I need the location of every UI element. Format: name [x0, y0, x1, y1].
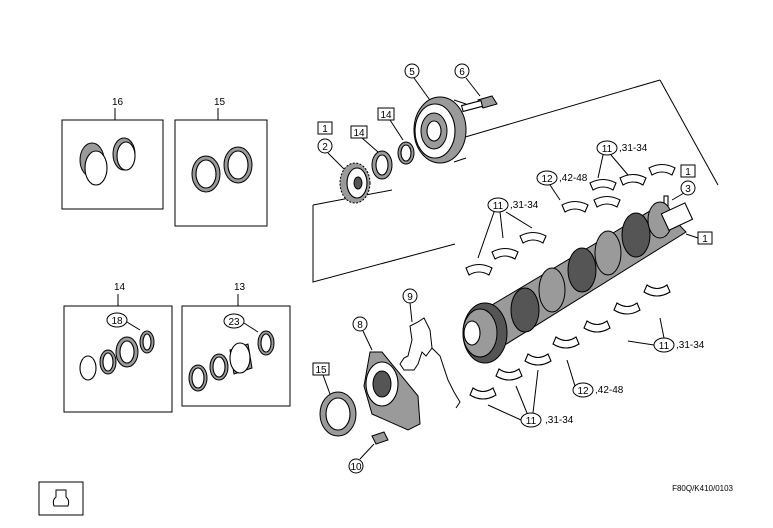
callout-1-top: 1	[317, 121, 333, 135]
callout-15-seal: 15	[312, 362, 331, 395]
label-16: 16	[112, 97, 124, 108]
svg-text:2: 2	[322, 142, 328, 153]
pulley-bolt	[460, 95, 498, 113]
callout-12-lower: 12 ,42-48	[566, 359, 624, 398]
callout-11-top-right: 11 ,31-34	[596, 140, 648, 179]
seal-ring-15-b	[223, 146, 253, 184]
svg-text:23: 23	[228, 317, 240, 328]
rear-oil-seal	[319, 391, 357, 437]
svg-text:9: 9	[407, 292, 413, 303]
callout-18: 18	[106, 312, 141, 331]
callout-14-top: 14	[350, 125, 379, 153]
gasket	[399, 317, 461, 409]
svg-text:,31-34: ,31-34	[676, 340, 705, 351]
svg-text:,31-34: ,31-34	[619, 143, 648, 154]
kit-box-14: 14 18	[63, 282, 173, 413]
svg-text:,31-34: ,31-34	[510, 200, 539, 211]
callout-11-bottom: 11 ,31-34	[487, 369, 574, 428]
callout-2: 2	[317, 138, 346, 171]
svg-text:,31-34: ,31-34	[545, 415, 574, 426]
svg-text:8: 8	[357, 320, 363, 331]
svg-text:14: 14	[380, 110, 392, 121]
callout-1-right: 1	[680, 164, 696, 178]
svg-text:14: 14	[353, 128, 365, 139]
ring-set-23	[188, 330, 275, 392]
callout-3: 3	[671, 180, 696, 201]
svg-text:12: 12	[541, 174, 553, 185]
svg-text:10: 10	[350, 462, 362, 473]
svg-text:1: 1	[685, 167, 691, 178]
timing-gear	[339, 162, 371, 204]
svg-text:11: 11	[602, 144, 613, 155]
ring-set-18	[79, 330, 155, 381]
svg-text:1: 1	[702, 234, 708, 245]
upper-main-bearings	[465, 163, 676, 276]
callout-11-lower-right: 11 ,31-34	[627, 317, 705, 353]
callout-23: 23	[223, 313, 259, 333]
svg-text:12: 12	[577, 386, 589, 397]
label-15-box: 15	[214, 97, 226, 108]
svg-text:1: 1	[322, 124, 328, 135]
kit-box-13: 13 23	[181, 282, 291, 407]
crankshaft	[462, 201, 694, 364]
svg-text:15: 15	[315, 365, 327, 376]
bearing-16-b	[112, 137, 136, 171]
callout-6: 6	[454, 63, 481, 97]
assembly-outline	[312, 79, 719, 283]
callout-11-mid-left: 11 ,31-34	[477, 197, 539, 259]
callout-9: 9	[402, 288, 418, 323]
kit-box-16: 16	[61, 97, 164, 210]
engine-outline-icon	[38, 481, 84, 516]
kit-box-15: 15	[174, 97, 268, 227]
figure-code: F80Q/K410/0103	[672, 484, 733, 493]
callout-1-crank: 1	[685, 231, 713, 245]
retainer-bolt	[371, 431, 389, 445]
svg-text:,42-48: ,42-48	[559, 173, 588, 184]
svg-text:6: 6	[459, 67, 465, 78]
svg-text:5: 5	[409, 67, 415, 78]
callout-14-box: 14	[377, 107, 404, 141]
svg-text:18: 18	[111, 316, 123, 327]
svg-text:,42-48: ,42-48	[595, 385, 624, 396]
svg-text:3: 3	[685, 184, 691, 195]
callout-12-top: 12 ,42-48	[536, 170, 588, 201]
bearing-16-a	[79, 142, 108, 186]
svg-text:11: 11	[493, 201, 504, 212]
callout-8: 8	[352, 316, 373, 351]
svg-text:11: 11	[526, 416, 537, 427]
callout-10: 10	[348, 443, 375, 474]
callout-5: 5	[404, 63, 433, 104]
seal-ring-15-a	[191, 155, 221, 193]
rear-seal-retainer	[363, 351, 421, 431]
label-14-kit: 14	[114, 282, 126, 293]
lower-main-bearings	[469, 284, 671, 400]
label-13: 13	[234, 282, 246, 293]
svg-text:11: 11	[659, 341, 670, 352]
crankshaft-pulley	[413, 96, 467, 164]
oil-seal-front	[397, 141, 415, 165]
spacer-ring-14	[371, 150, 393, 180]
